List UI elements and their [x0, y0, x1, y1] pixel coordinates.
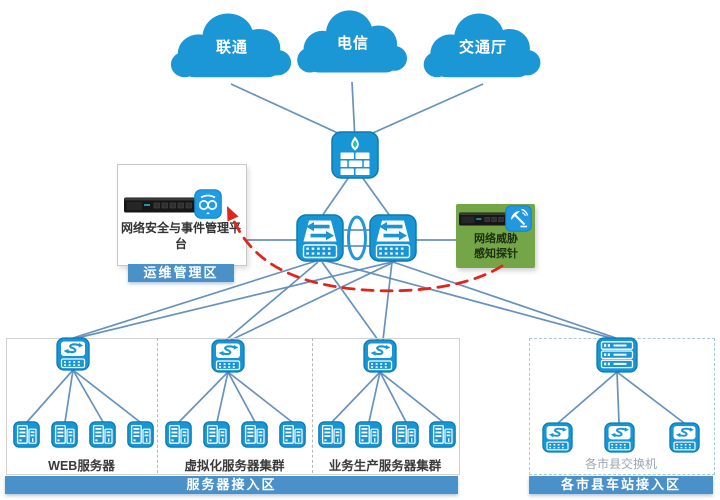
server-zone-label-bar: 服务器接入区 [5, 476, 458, 494]
group-label-production: 业务生产服务器集群 [328, 459, 442, 473]
server-icon [13, 421, 40, 448]
core-switch-right-icon [369, 214, 417, 262]
server-icon [203, 421, 230, 448]
cloud-label: 联通 [215, 38, 248, 56]
server-icon [318, 421, 345, 448]
cloud-transport-dept: 交通厅 [416, 8, 550, 90]
group-label-web: WEB服务器 [48, 459, 115, 473]
server-icon [241, 421, 268, 448]
firewall-icon [331, 131, 379, 179]
server-icon [165, 421, 192, 448]
zone-divider [312, 338, 313, 473]
server-icon [355, 421, 382, 448]
station-switch-icon [542, 422, 573, 453]
station-switch-icon [669, 422, 700, 453]
server-icon [429, 421, 456, 448]
cloud-label: 交通厅 [458, 38, 507, 56]
server-icon [279, 421, 306, 448]
management-zone-box [117, 164, 247, 266]
server-icon [392, 421, 419, 448]
server-icon [127, 421, 154, 448]
group-label-virtualization: 虚拟化服务器集群 [184, 459, 285, 473]
management-zone-label-bar: 运维管理区 [128, 264, 234, 282]
server-access-zone-box [6, 338, 460, 475]
cloud-unicom: 联通 [163, 8, 301, 90]
zone-divider [157, 338, 158, 473]
server-icon [89, 421, 116, 448]
access-switch-icon [363, 339, 397, 373]
access-switch-icon [211, 339, 245, 373]
station-zone-label-bar: 各市县车站接入区 [529, 476, 713, 494]
cloud-telecom: 电信 [290, 5, 416, 85]
siem-device-label: 网络安全与事件管理平台 [121, 221, 242, 251]
cloud-label: 电信 [336, 35, 369, 53]
core-switch-left-icon [296, 214, 344, 262]
link-aggregation-ellipse [347, 215, 367, 261]
radar-probe-icon [505, 205, 532, 232]
access-switch-icon [56, 337, 90, 371]
server-icon [51, 421, 78, 448]
siem-app-icon [194, 189, 222, 219]
router-stack-icon [596, 337, 638, 373]
threat-probe-label: 网络威胁感知探针 [474, 233, 518, 260]
station-switch-icon [604, 422, 635, 453]
station-switch-label: 各市县交换机 [584, 457, 657, 471]
rack-server-image [124, 196, 196, 214]
